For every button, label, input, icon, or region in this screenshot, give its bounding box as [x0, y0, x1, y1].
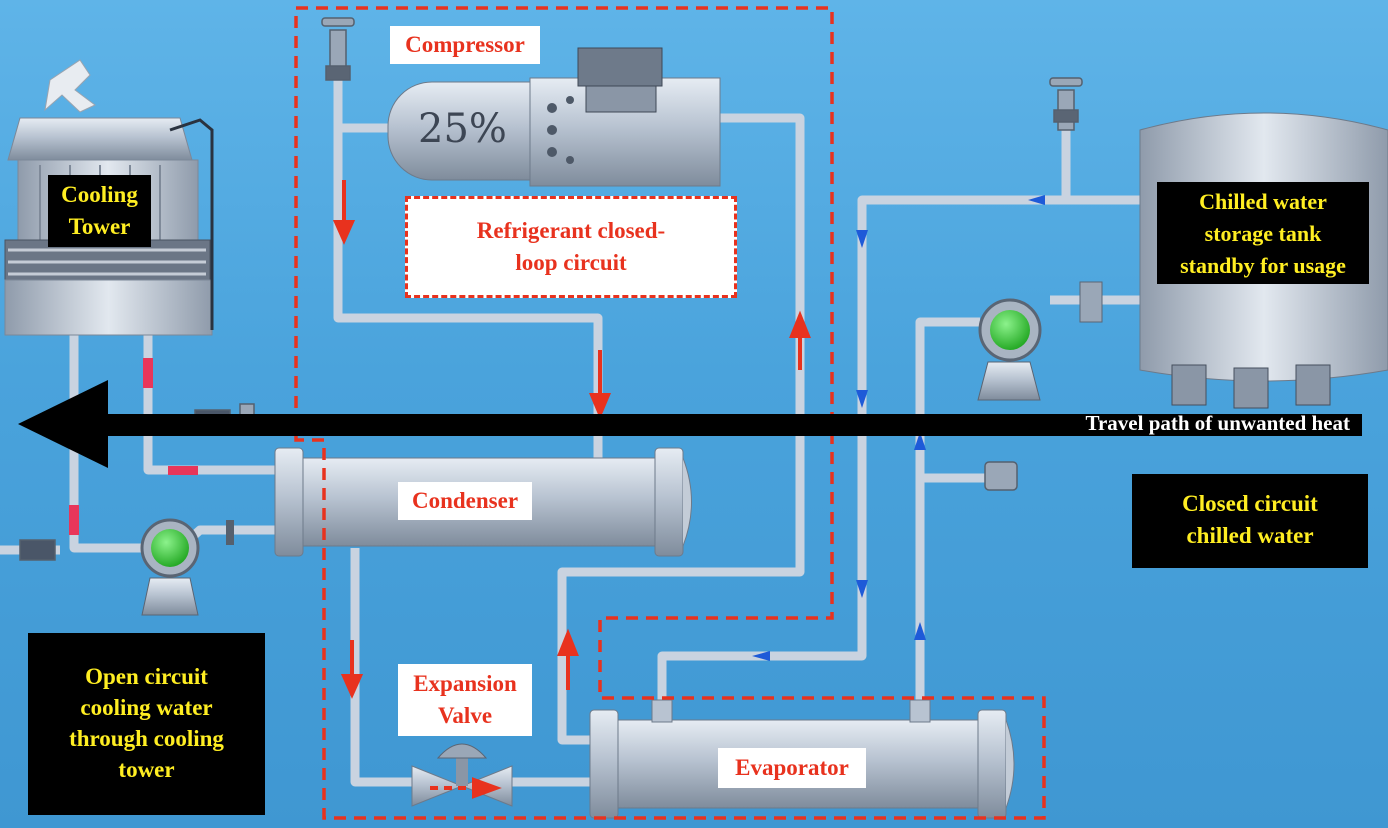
pipe-compressor-suction	[557, 113, 805, 745]
compressor-label: Compressor	[390, 26, 540, 64]
pump-icon	[140, 518, 200, 616]
cooling-tower-label: Cooling Tower	[48, 175, 151, 247]
refrigerant-circuit-text: Refrigerant closed-loop circuit	[476, 218, 666, 275]
expansion-valve-icon	[411, 743, 513, 807]
pipe-tower-to-condenser	[143, 290, 282, 475]
closed-chilled-label: Closed circuit chilled water	[1132, 474, 1368, 568]
cooling-flow-arrows	[69, 358, 198, 535]
expansion-valve-label: Expansion Valve	[398, 664, 532, 736]
evaporator-label: Evaporator	[718, 748, 866, 788]
pipe-chilled-supply	[915, 317, 980, 712]
chilled-water-tank-label: Chilled water storage tank standby for u…	[1157, 182, 1369, 284]
pipes	[0, 40, 1140, 787]
compressor-capacity: 25%	[418, 106, 507, 152]
heat-path-arrow	[18, 380, 1362, 468]
open-cooling-label: Open circuit cooling water through cooli…	[28, 633, 265, 815]
pipe-condenser-to-valve	[350, 548, 420, 787]
condenser-label: Condenser	[398, 482, 532, 520]
compressor-icon: 25%	[387, 47, 721, 187]
heat-path-label: Travel path of unwanted heat	[1086, 411, 1350, 435]
chilled-flow-arrows	[752, 195, 1045, 661]
pump-icon	[977, 281, 1103, 401]
refrigerant-flow-arrows	[332, 180, 811, 799]
refrigerant-circuit-label: Refrigerant closed-loop circuit	[405, 196, 737, 298]
pipe-chilled-return	[657, 195, 1140, 712]
